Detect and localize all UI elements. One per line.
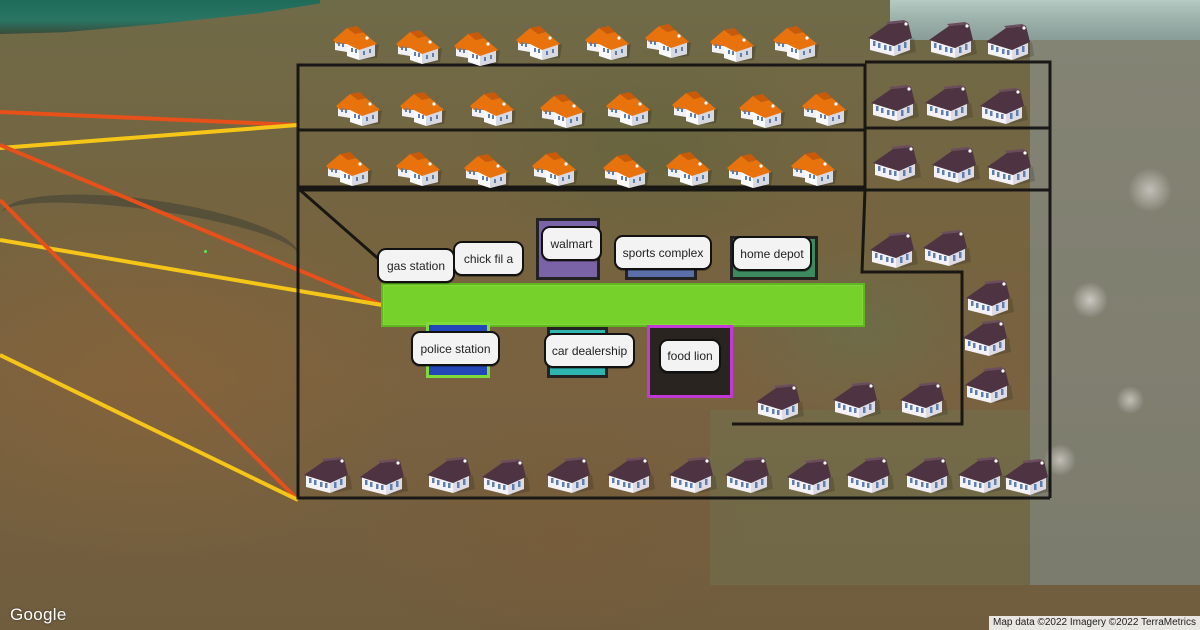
house-dark-roof-icon: [725, 455, 773, 493]
house-dark-roof-icon: [607, 455, 655, 493]
house-orange-roof-icon: [710, 24, 758, 62]
power-lines: [0, 110, 383, 502]
house-dark-roof-icon: [304, 455, 352, 493]
house-dark-roof-icon: [868, 18, 916, 56]
house-orange-roof-icon: [454, 28, 502, 66]
power-line-yellow-3: [0, 353, 299, 502]
zone-inner: [732, 189, 964, 426]
power-line-orange-1: [0, 110, 299, 127]
power-line-orange-2: [0, 143, 383, 307]
google-logo: Google: [10, 605, 67, 624]
car-dealership-label[interactable]: car dealership: [544, 333, 635, 368]
imagery-tile-right: [1030, 40, 1200, 585]
zone-right-top: [865, 60, 1052, 498]
house-dark-roof-icon: [929, 20, 977, 58]
house-dark-roof-icon: [833, 380, 881, 418]
house-dark-roof-icon: [963, 318, 1011, 356]
house-dark-roof-icon: [966, 278, 1014, 316]
house-orange-roof-icon: [666, 148, 714, 186]
police-station-label[interactable]: police station: [411, 331, 500, 366]
house-dark-roof-icon: [482, 457, 530, 495]
power-line-yellow-1: [0, 123, 299, 150]
house-orange-roof-icon: [727, 150, 775, 188]
house-dark-roof-icon: [923, 228, 971, 266]
house-orange-roof-icon: [336, 88, 384, 126]
house-dark-roof-icon: [846, 455, 894, 493]
house-dark-roof-icon: [980, 86, 1028, 124]
house-orange-roof-icon: [464, 150, 512, 188]
food-lion-label[interactable]: food lion: [659, 339, 721, 373]
home-depot-label[interactable]: home depot: [732, 236, 812, 271]
house-orange-roof-icon: [326, 148, 374, 186]
house-orange-roof-icon: [606, 88, 654, 126]
power-line-orange-3: [0, 198, 300, 502]
house-orange-roof-icon: [532, 148, 580, 186]
main-road[interactable]: [381, 283, 865, 327]
house-orange-roof-icon: [603, 150, 651, 188]
sports-complex-label[interactable]: sports complex: [614, 235, 712, 270]
house-dark-roof-icon: [987, 147, 1035, 185]
zone-row-2: [296, 128, 867, 189]
house-dark-roof-icon: [546, 455, 594, 493]
house-dark-roof-icon: [965, 365, 1013, 403]
house-orange-roof-icon: [333, 22, 381, 60]
house-dark-roof-icon: [932, 145, 980, 183]
house-orange-roof-icon: [516, 22, 564, 60]
house-orange-roof-icon: [773, 22, 821, 60]
house-orange-roof-icon: [739, 90, 787, 128]
marker-dot: [204, 250, 207, 253]
house-orange-roof-icon: [400, 88, 448, 126]
zone-diagonal: [299, 188, 383, 264]
house-dark-roof-icon: [873, 143, 921, 181]
house-orange-roof-icon: [791, 148, 839, 186]
power-line-yellow-2: [0, 238, 383, 307]
house-dark-roof-icon: [925, 83, 973, 121]
house-dark-roof-icon: [871, 83, 919, 121]
house-orange-roof-icon: [585, 22, 633, 60]
house-dark-roof-icon: [669, 455, 717, 493]
zone-main: [296, 187, 1050, 500]
chick-fil-a-label[interactable]: chick fil a: [453, 241, 524, 276]
house-dark-roof-icon: [870, 230, 918, 268]
house-dark-roof-icon: [360, 457, 408, 495]
house-orange-roof-icon: [672, 87, 720, 125]
house-dark-roof-icon: [905, 455, 953, 493]
house-dark-roof-icon: [958, 455, 1006, 493]
zone-borders: [296, 60, 1052, 500]
house-dark-roof-icon: [900, 380, 948, 418]
house-dark-roof-icon: [427, 455, 475, 493]
map-attribution[interactable]: Map data ©2022 Imagery ©2022 TerraMetric…: [989, 616, 1200, 630]
walmart-label[interactable]: walmart: [541, 226, 602, 261]
house-orange-roof-icon: [396, 148, 444, 186]
house-orange-roof-icon: [802, 88, 850, 126]
house-dark-roof-icon: [756, 382, 804, 420]
gas-station-label[interactable]: gas station: [377, 248, 455, 283]
house-orange-roof-icon: [540, 90, 588, 128]
house-dark-roof-icon: [986, 22, 1034, 60]
house-orange-roof-icon: [396, 26, 444, 64]
house-orange-roof-icon: [645, 20, 693, 58]
house-dark-roof-icon: [787, 457, 835, 495]
house-orange-roof-icon: [470, 88, 518, 126]
house-dark-roof-icon: [1004, 457, 1052, 495]
